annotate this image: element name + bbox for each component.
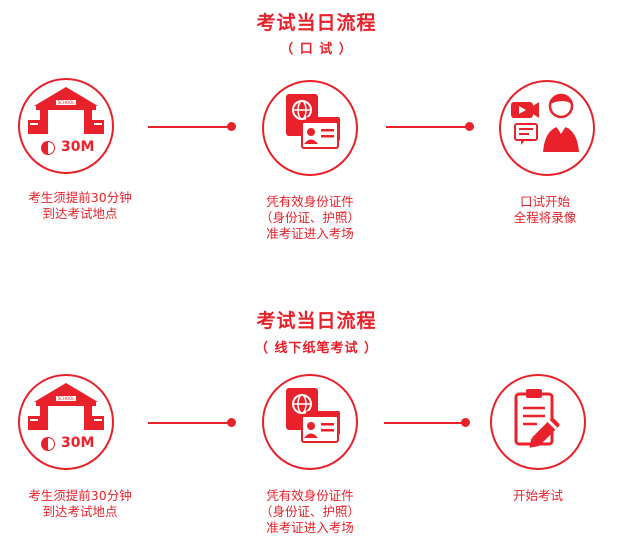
connector-line	[148, 126, 230, 128]
step-caption-id: 凭有效身份证件 （身份证、护照） 准考证进入考场	[259, 488, 360, 535]
school-gate-icon: SCHOOL	[28, 383, 104, 451]
section2-subtitle: （ 线下纸笔考试 ）	[254, 341, 379, 356]
step-caption-arrive: 考生须提前30分钟 到达考试地点	[28, 190, 132, 221]
passport-id-card-icon	[286, 94, 340, 149]
section1-title: 考试当日流程	[256, 12, 377, 34]
connector-line	[148, 422, 230, 424]
connector-dot	[461, 418, 470, 427]
svg-text:SCHOOL: SCHOOL	[58, 100, 76, 105]
step-caption-id: 凭有效身份证件 （身份证、护照） 准考证进入考场	[259, 194, 360, 241]
section2-title: 考试当日流程	[256, 310, 377, 332]
step-caption-arrive: 考生须提前30分钟 到达考试地点	[28, 488, 132, 519]
step-circle-exam	[490, 374, 586, 470]
connector-line	[384, 422, 464, 424]
step-caption-exam: 开始考试	[512, 488, 563, 503]
school-gate-icon: SCHOOL	[28, 87, 104, 155]
step-circle-id	[262, 80, 358, 176]
clipboard-pen-icon	[514, 389, 560, 448]
connector-dot	[227, 122, 236, 131]
step-caption-record: 口试开始 全程将录像	[513, 194, 577, 225]
step-circle-id	[262, 374, 358, 470]
passport-id-card-icon	[286, 388, 340, 443]
video-recording-person-icon	[511, 93, 579, 152]
step-circle-arrive: SCHOOL 30M	[18, 78, 114, 174]
connector-dot	[227, 418, 236, 427]
section1-subtitle: （ 口 试 ）	[280, 42, 353, 57]
step-circle-record	[499, 80, 595, 176]
time-badge: 30M	[61, 435, 95, 451]
svg-text:SCHOOL: SCHOOL	[58, 396, 76, 401]
step-circle-arrive: SCHOOL 30M	[18, 374, 114, 470]
connector-dot	[465, 122, 474, 131]
time-badge: 30M	[61, 139, 95, 155]
connector-line	[386, 126, 468, 128]
